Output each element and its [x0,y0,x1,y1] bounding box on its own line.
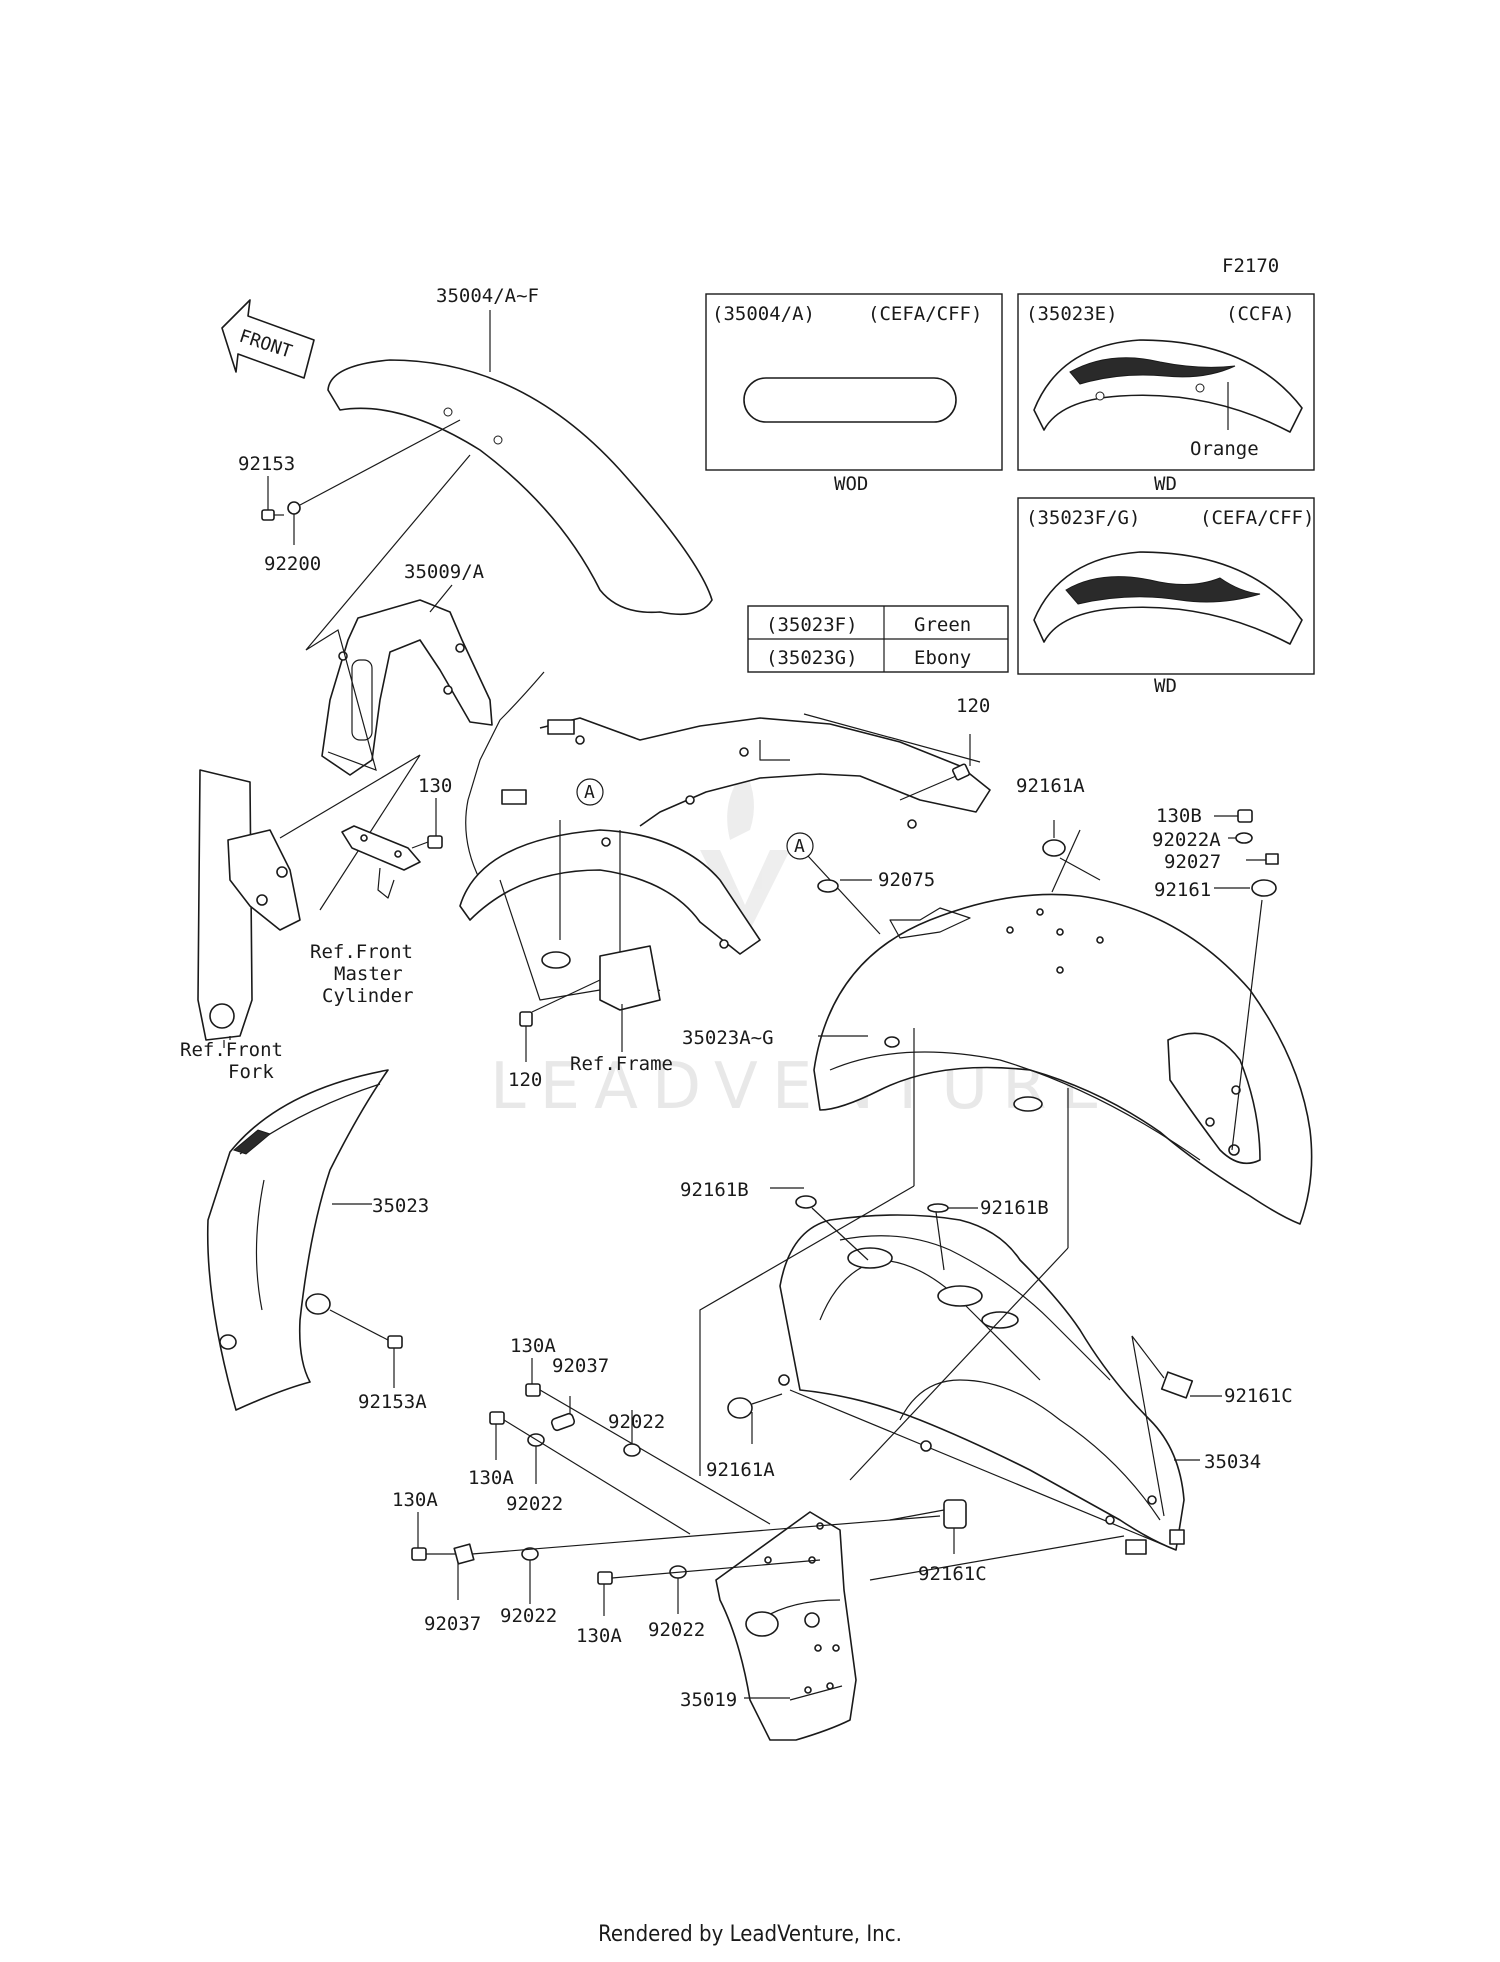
bolt-130A-4-icon [597,1571,613,1585]
cushion-92161B-left-icon [795,1195,817,1209]
inset-box-35023E: (35023E) (CCFA) Orange WD [1017,293,1315,495]
reference-marker-a-2: A [786,832,814,860]
washer-92022-1-icon [623,1443,641,1457]
master-cylinder-bracket [341,825,421,899]
figure-code: F2170 [1222,255,1279,277]
svg-text:A: A [584,782,595,803]
bolt-130A-1-icon [525,1383,541,1397]
label-92161B-left: 92161B [680,1179,749,1201]
label-ref-fork-2: Fork [228,1061,274,1083]
label-92161: 92161 [1154,879,1211,901]
label-92161B-right: 92161B [980,1197,1049,1219]
label-130A-2: 130A [468,1467,514,1489]
grommet-92075-icon [817,879,839,893]
bolt-92153A-icon [387,1335,403,1349]
label-92027: 92027 [1164,851,1221,873]
inset3-code: (CEFA/CFF) [1200,507,1314,529]
bolt-130-icon [427,835,443,849]
clamp-92037-1-icon [550,1412,576,1432]
label-92037-1: 92037 [552,1355,609,1377]
label-92161C-right: 92161C [1224,1385,1293,1407]
frame-assembly [459,671,991,1011]
label-92075: 92075 [878,869,935,891]
label-35019: 35019 [680,1689,737,1711]
color-table: (35023F) Green (35023G) Ebony [747,605,1009,673]
collar-92027-icon [1265,853,1279,865]
bolt-120-top-icon [951,763,971,781]
washer-92022A-icon [1235,832,1253,844]
label-ref-frame: Ref.Frame [570,1053,673,1075]
bolt-92153-icon [261,509,284,521]
washer-92200-icon [287,501,301,515]
bolt-130A-2-icon [489,1411,505,1425]
reference-marker-a-1: A [576,778,604,806]
label-92022-2: 92022 [506,1493,563,1515]
label-92022A: 92022A [1152,829,1221,851]
inset1-caption: WOD [834,473,868,495]
label-92161C-bottom: 92161C [918,1563,987,1585]
bolt-130A-3-icon [411,1547,427,1561]
rear-fender-inner-35034 [778,1214,1185,1555]
front-fender [327,310,713,616]
label-92161A-bottom: 92161A [706,1459,775,1481]
label-130A-4: 130A [576,1625,622,1647]
inset3-part: (35023F/G) [1026,507,1140,529]
bolt-130B-icon [1237,809,1253,823]
damper-92161A-bottom-icon [727,1397,753,1419]
label-35023A-G: 35023A~G [682,1027,774,1049]
color-row-2-color: Ebony [914,647,971,669]
label-92022-3: 92022 [500,1605,557,1627]
inset-box-35023FG: (35023F/G) (CEFA/CFF) WD [1017,497,1315,697]
footer-credit: Rendered by LeadVenture, Inc. [598,1922,902,1947]
label-ref-master-3: Cylinder [322,985,414,1007]
cushion-92161C-right-icon [1160,1371,1194,1399]
label-120-bottom: 120 [508,1069,542,1091]
damper-92161A-top-icon [1042,839,1066,857]
label-35023: 35023 [372,1195,429,1217]
license-bracket-35019 [715,1511,857,1741]
fender-bracket-35009 [321,584,493,776]
label-130: 130 [418,775,452,797]
label-35009: 35009/A [404,561,485,583]
label-92161A-top: 92161A [1016,775,1085,797]
inset3-caption: WD [1154,675,1177,697]
cushion-92161B-right-icon [927,1203,949,1213]
color-row-2-part: (35023G) [766,647,858,669]
label-92200: 92200 [264,553,321,575]
front-arrow-icon: FRONT [221,299,315,379]
bolt-120-bottom-icon [519,1011,533,1027]
inset2-part: (35023E) [1026,303,1118,325]
lower-fender-35023 [206,1069,389,1411]
label-ref-master-2: Master [334,963,403,985]
label-35034: 35034 [1204,1451,1261,1473]
inset2-color: Orange [1190,438,1259,460]
rear-fender [813,893,1313,1225]
svg-text:A: A [794,836,805,857]
inset-box-35004A: (35004/A) (CEFA/CFF) WOD [705,293,1003,495]
front-fork [197,769,301,1041]
label-ref-fork-1: Ref.Front [180,1039,283,1061]
color-row-1-color: Green [914,614,971,636]
inset1-part: (35004/A) [712,303,815,325]
label-92037-2: 92037 [424,1613,481,1635]
part-labels: 35004/A~F 92153 92200 35009/A 130 Ref.Fr… [180,285,1293,1711]
label-130A-3: 130A [392,1489,438,1511]
inset2-caption: WD [1154,473,1177,495]
color-row-1-part: (35023F) [766,614,858,636]
label-ref-master-1: Ref.Front [310,941,413,963]
label-130A-1: 130A [510,1335,556,1357]
cushion-92161C-bottom-icon [943,1499,967,1529]
label-130B: 130B [1156,805,1202,827]
label-92153A: 92153A [358,1391,427,1413]
inset2-code: (CCFA) [1226,303,1295,325]
label-120-top: 120 [956,695,990,717]
grommet-92161-icon [1251,879,1277,897]
label-35004: 35004/A~F [436,285,539,307]
clamp-92037-2-icon [453,1543,475,1565]
label-92022-4: 92022 [648,1619,705,1641]
inset1-code: (CEFA/CFF) [868,303,982,325]
label-92022-1: 92022 [608,1411,665,1433]
label-92153: 92153 [238,453,295,475]
